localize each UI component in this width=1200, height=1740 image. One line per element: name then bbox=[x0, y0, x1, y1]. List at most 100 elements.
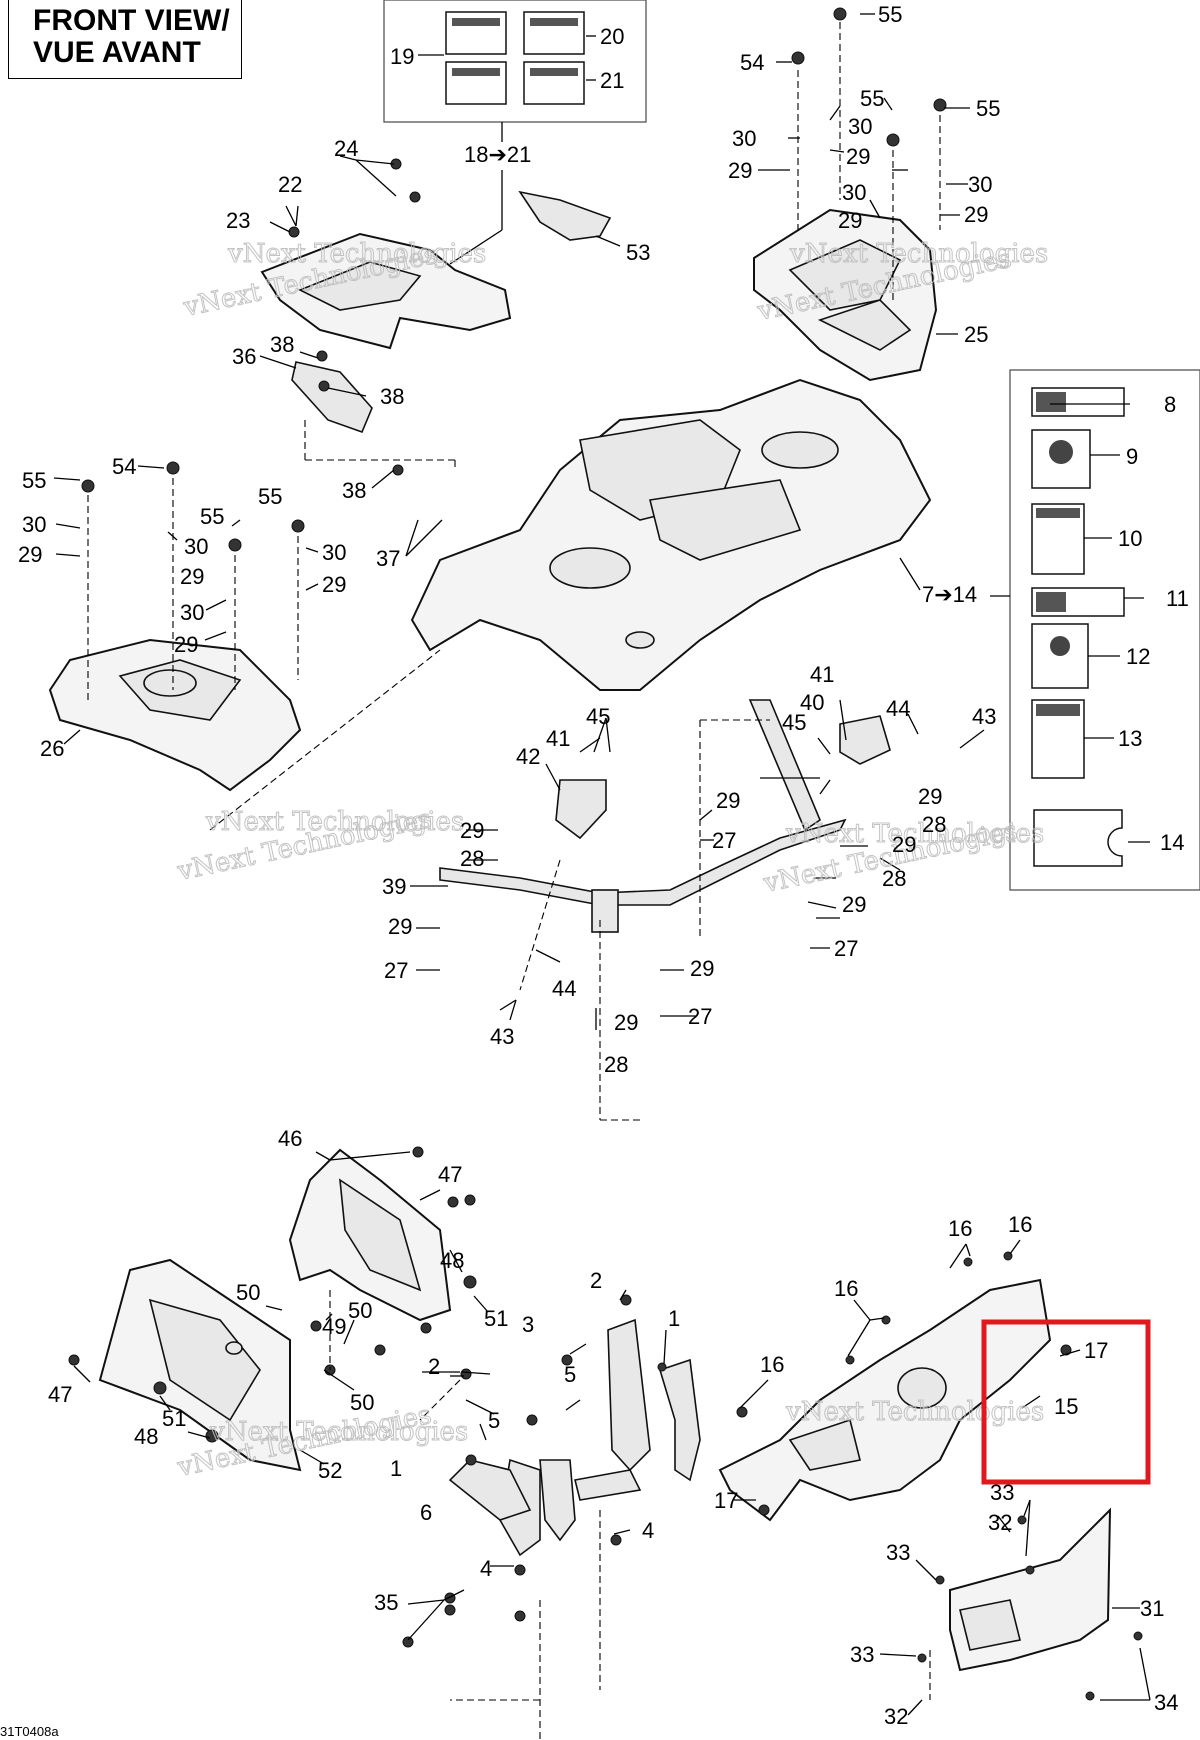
callout-29: 29 bbox=[460, 818, 484, 843]
callout-27: 27 bbox=[688, 1004, 712, 1029]
callout-27: 27 bbox=[712, 828, 736, 853]
callout-37: 37 bbox=[376, 546, 400, 571]
callout-50: 50 bbox=[348, 1298, 372, 1323]
callout-17: 17 bbox=[714, 1488, 738, 1513]
bracket-40 bbox=[839, 715, 891, 765]
callout-2: 2 bbox=[428, 1354, 440, 1379]
highlight-box bbox=[981, 1319, 1151, 1485]
callout-51: 51 bbox=[484, 1306, 508, 1331]
callout-30: 30 bbox=[842, 180, 866, 205]
callout-51: 51 bbox=[162, 1406, 186, 1431]
callout-30: 30 bbox=[322, 540, 346, 565]
callout-29: 29 bbox=[842, 892, 866, 917]
callout-24: 24 bbox=[334, 136, 358, 161]
callout-29: 29 bbox=[18, 542, 42, 567]
callout-34: 34 bbox=[1154, 1690, 1178, 1715]
callout-33: 33 bbox=[990, 1480, 1014, 1505]
callout-13: 13 bbox=[1118, 726, 1142, 751]
trim-piece-53 bbox=[518, 190, 612, 241]
view-title-box: FRONT VIEW/ VUE AVANT bbox=[8, 0, 242, 79]
svg-text:vNext Technologies: vNext Technologies bbox=[785, 1397, 1044, 1427]
callout-52: 52 bbox=[318, 1458, 342, 1483]
callout-29: 29 bbox=[388, 914, 412, 939]
callout-5: 5 bbox=[488, 1408, 500, 1433]
view-title-line1: FRONT VIEW/ bbox=[33, 4, 230, 37]
callout-53: 53 bbox=[626, 240, 650, 265]
front-bracket-right bbox=[607, 1318, 651, 1472]
callout-8: 8 bbox=[1164, 392, 1176, 417]
callout-16: 16 bbox=[948, 1216, 972, 1241]
callout-27: 27 bbox=[384, 958, 408, 983]
callout-49: 49 bbox=[322, 1314, 346, 1339]
callout-29: 29 bbox=[892, 832, 916, 857]
svg-text:vNext Technologies: vNext Technologies bbox=[209, 1417, 468, 1447]
callout-16: 16 bbox=[1008, 1212, 1032, 1237]
callout-54: 54 bbox=[112, 454, 136, 479]
decal-set-19-21 bbox=[445, 11, 585, 105]
callout-29: 29 bbox=[174, 632, 198, 657]
callout-38: 38 bbox=[342, 478, 366, 503]
callout-43: 43 bbox=[972, 704, 996, 729]
callout-29: 29 bbox=[614, 1010, 638, 1035]
callout-6: 6 bbox=[420, 1500, 432, 1525]
callout-55: 55 bbox=[878, 2, 902, 27]
callout-44: 44 bbox=[886, 696, 910, 721]
callout-19: 19 bbox=[390, 44, 414, 69]
tube-1 bbox=[659, 1358, 701, 1482]
callout-46: 46 bbox=[278, 1126, 302, 1151]
callout-15: 15 bbox=[1054, 1394, 1078, 1419]
callout-17: 17 bbox=[1084, 1338, 1108, 1363]
callout-28: 28 bbox=[604, 1052, 628, 1077]
callout-55: 55 bbox=[258, 484, 282, 509]
callout-11: 11 bbox=[1166, 586, 1189, 611]
callout-4: 4 bbox=[642, 1518, 654, 1543]
callout-47: 47 bbox=[438, 1162, 462, 1187]
callout-16: 16 bbox=[834, 1276, 858, 1301]
callout-32: 32 bbox=[884, 1704, 908, 1729]
callout-30: 30 bbox=[968, 172, 992, 197]
callout-28: 28 bbox=[882, 866, 906, 891]
callout-55: 55 bbox=[200, 504, 224, 529]
callout-42: 42 bbox=[516, 744, 540, 769]
callout-33: 33 bbox=[886, 1540, 910, 1565]
callout-54: 54 bbox=[740, 50, 764, 75]
diagram-code: 31T0408a bbox=[0, 1724, 59, 1739]
callout-31: 31 bbox=[1140, 1596, 1164, 1621]
callout-28: 28 bbox=[460, 846, 484, 871]
callout-41: 41 bbox=[810, 662, 834, 687]
callout-50: 50 bbox=[350, 1390, 374, 1415]
callout-20: 20 bbox=[600, 24, 624, 49]
callout-9: 9 bbox=[1126, 444, 1138, 469]
callout-10: 10 bbox=[1118, 526, 1142, 551]
callout-3: 3 bbox=[522, 1312, 534, 1337]
svg-text:vNext Technologies: vNext Technologies bbox=[789, 239, 1048, 269]
callout-38: 38 bbox=[270, 332, 294, 357]
callout-29: 29 bbox=[846, 144, 870, 169]
callout-labels: 55 54 55 55 30 30 29 29 30 30 29 29 2 5 1… bbox=[18, 2, 1189, 1729]
callout-43: 43 bbox=[490, 1024, 514, 1049]
callout-22: 22 bbox=[278, 172, 302, 197]
callout-36: 36 bbox=[232, 344, 256, 369]
callout-41: 41 bbox=[546, 726, 570, 751]
view-title-line2: VUE AVANT bbox=[33, 36, 201, 69]
callout-21: 21 bbox=[600, 68, 624, 93]
axis-lines-top bbox=[87, 22, 941, 1121]
callout-29: 29 bbox=[838, 208, 862, 233]
front-bracket-left bbox=[539, 1459, 576, 1542]
callout-29: 29 bbox=[322, 572, 346, 597]
callout-28: 28 bbox=[922, 812, 946, 837]
callout-7-14: 7➔14 bbox=[922, 582, 977, 607]
fastener-marks-top bbox=[81, 7, 947, 552]
callout-16: 16 bbox=[760, 1352, 784, 1377]
callout-38: 38 bbox=[380, 384, 404, 409]
callout-40: 40 bbox=[800, 690, 824, 715]
callout-4: 4 bbox=[480, 1556, 492, 1581]
callout-48: 48 bbox=[134, 1424, 158, 1449]
callout-29: 29 bbox=[690, 956, 714, 981]
front-rack-26 bbox=[48, 638, 302, 792]
callout-30: 30 bbox=[184, 534, 208, 559]
callout-30: 30 bbox=[848, 114, 872, 139]
callout-39: 39 bbox=[382, 874, 406, 899]
callout-29: 29 bbox=[964, 202, 988, 227]
